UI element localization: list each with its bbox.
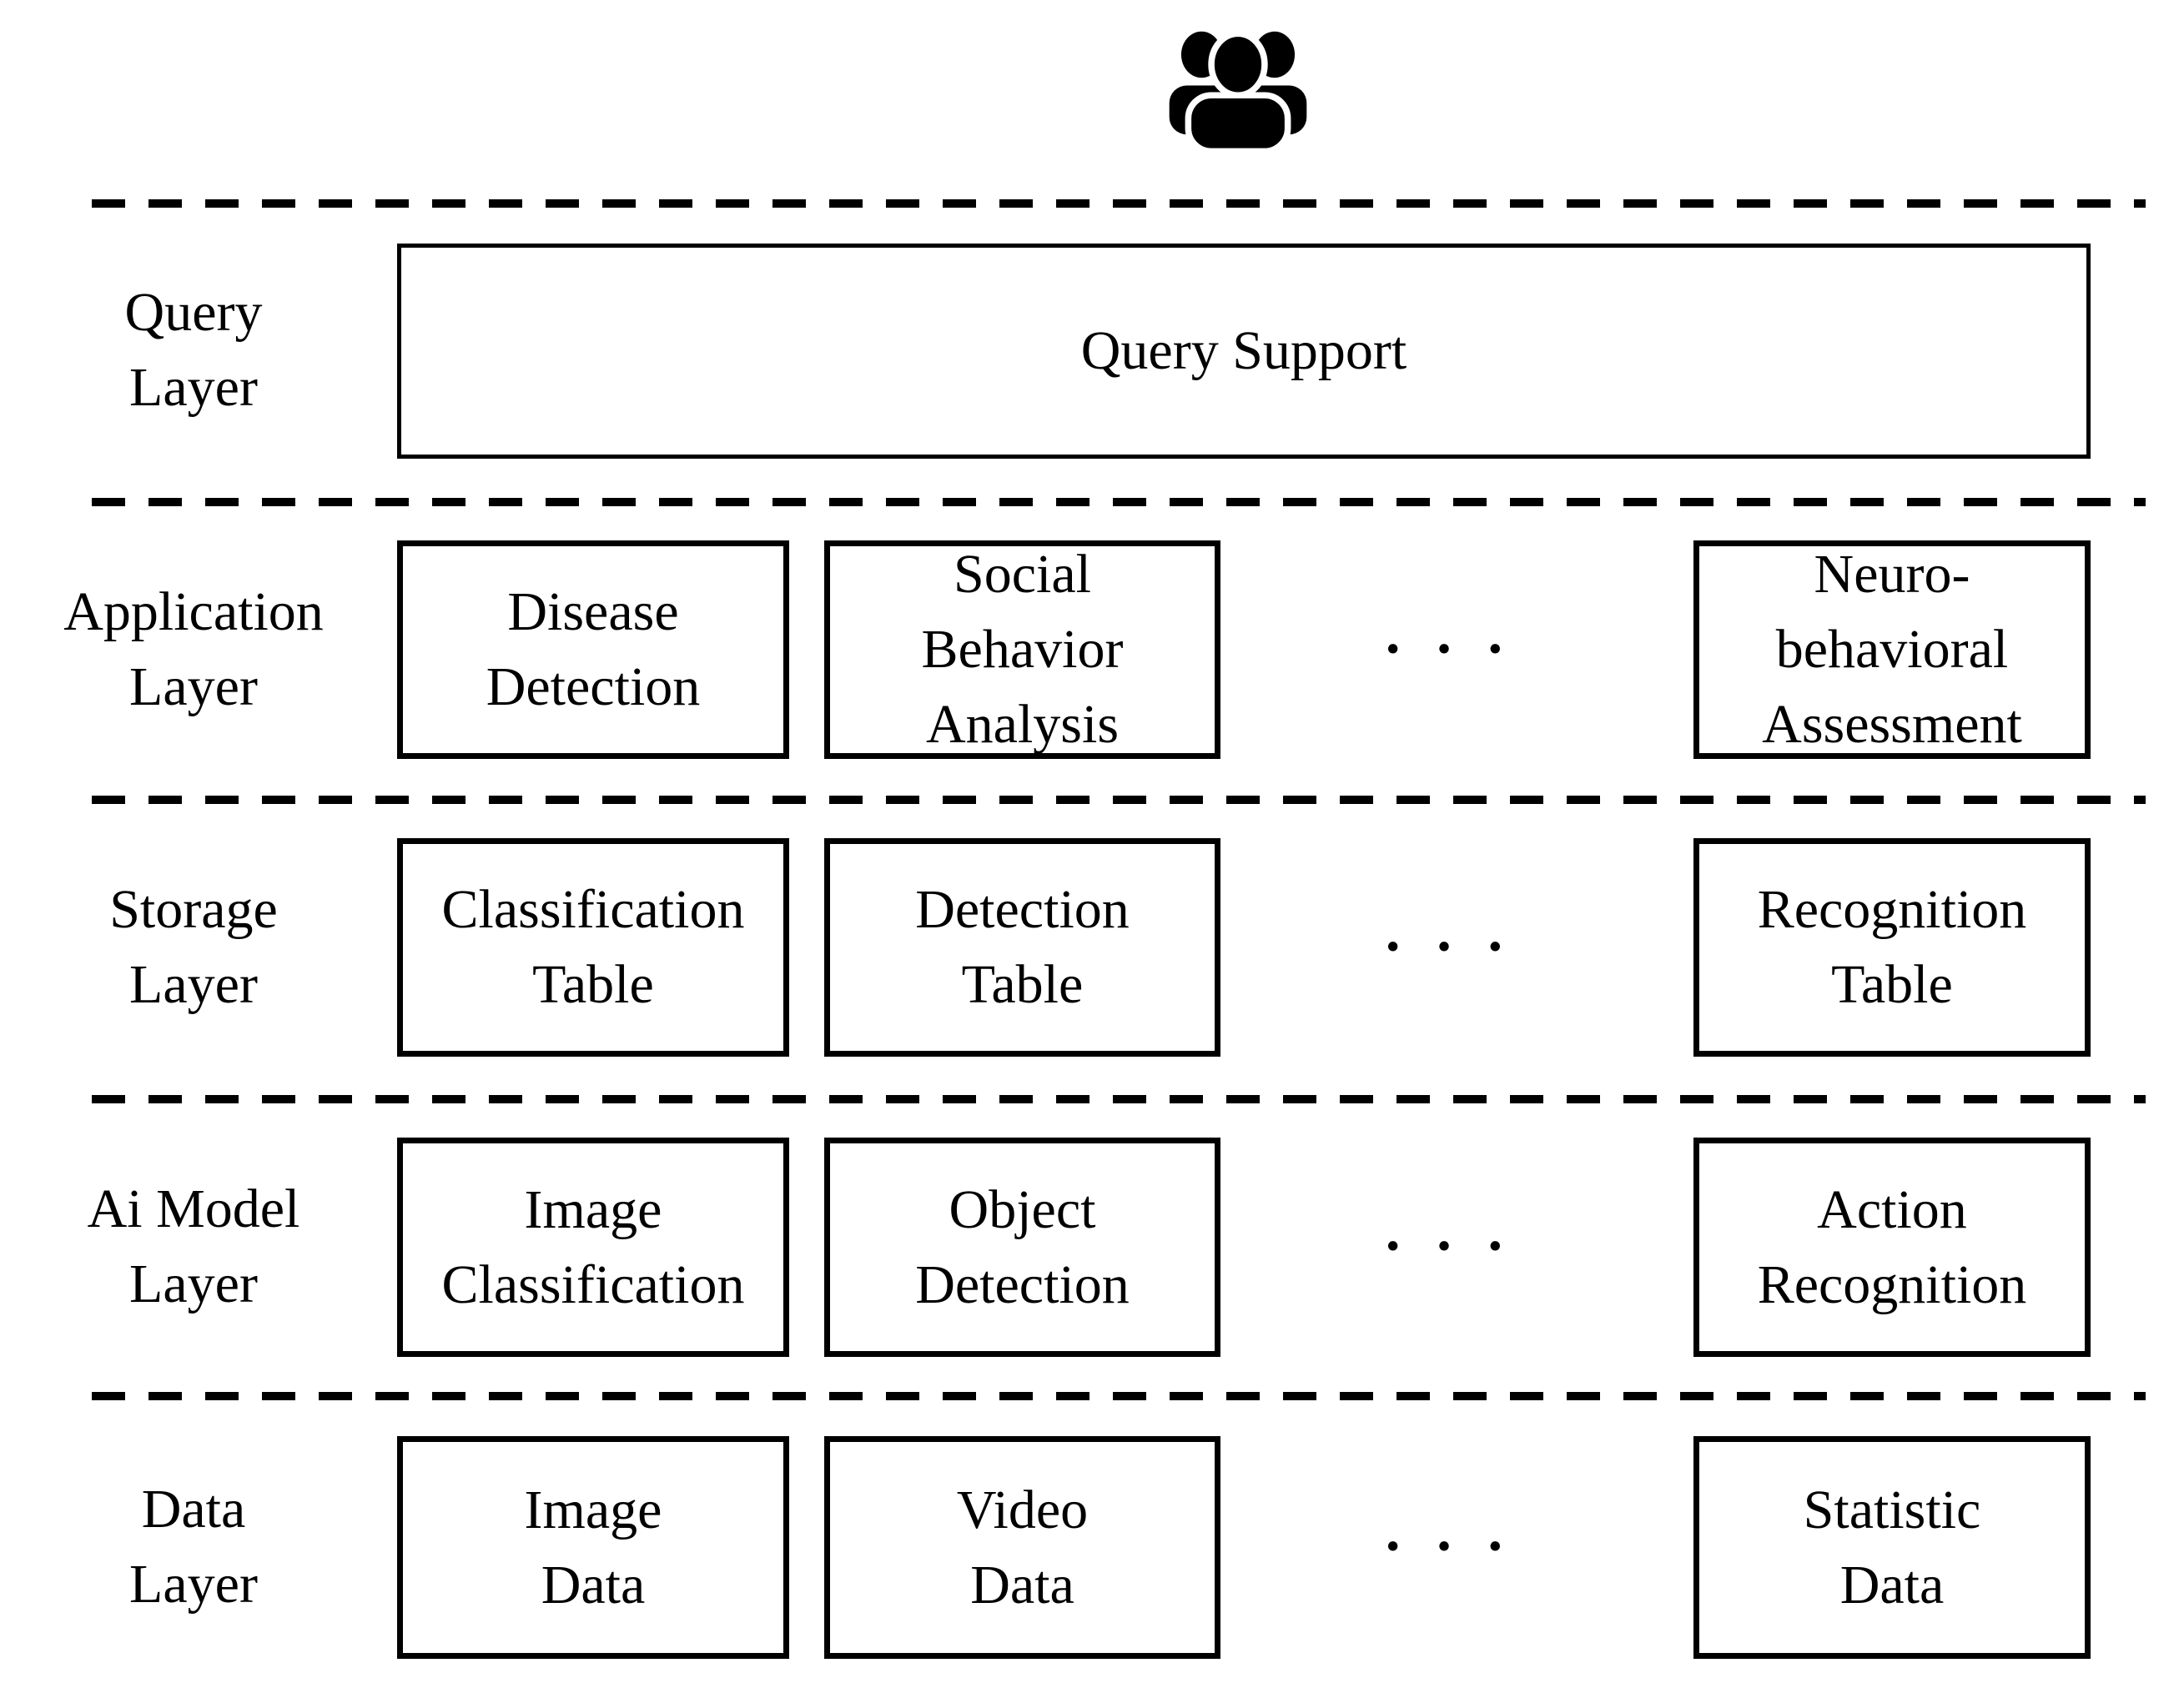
layer-label-data: Data Layer xyxy=(10,1472,377,1622)
box-text-line: Video xyxy=(956,1479,1089,1540)
label-line: Layer xyxy=(129,1554,258,1615)
box-detection-table: Detection Table xyxy=(824,838,1220,1057)
box-query-support: Query Support xyxy=(397,244,2091,459)
box-statistic-data: Statistic Data xyxy=(1693,1436,2091,1659)
box-text-line: Classification xyxy=(441,879,745,940)
box-text-line: Statistic xyxy=(1803,1479,1981,1540)
box-video-data: Video Data xyxy=(824,1436,1220,1659)
box-text-line: Data xyxy=(970,1554,1074,1615)
box-text-line: Recognition xyxy=(1757,879,2027,940)
box-text-line: Detection xyxy=(915,1253,1130,1315)
box-recognition-table: Recognition Table xyxy=(1693,838,2091,1057)
box-social-behavior-analysis: Social Behavior Analysis xyxy=(824,540,1220,759)
box-text-line: Social xyxy=(954,544,1091,605)
box-text-line: Table xyxy=(1831,954,1953,1015)
box-object-detection: Object Detection xyxy=(824,1138,1220,1357)
layer-separator-1 xyxy=(92,199,2146,208)
box-text-line: Table xyxy=(961,954,1084,1015)
layer-separator-4 xyxy=(92,1095,2146,1103)
box-image-data: Image Data xyxy=(397,1436,789,1659)
box-text-line: Behavior xyxy=(921,619,1124,680)
box-text-line: Detection xyxy=(915,879,1130,940)
box-classification-table: Classification Table xyxy=(397,838,789,1057)
box-image-classification: Image Classification xyxy=(397,1138,789,1357)
layer-separator-5 xyxy=(92,1392,2146,1400)
label-line: Query xyxy=(124,282,263,343)
layer-label-query: Query Layer xyxy=(10,275,377,425)
label-line: Layer xyxy=(129,357,258,418)
users-icon xyxy=(1169,30,1307,155)
box-text-line: Assessment xyxy=(1762,694,2022,755)
box-action-recognition: Action Recognition xyxy=(1693,1138,2091,1357)
label-line: Application xyxy=(63,581,324,642)
box-text-line: Classification xyxy=(441,1253,745,1315)
layer-separator-3 xyxy=(92,796,2146,804)
box-text-line: Data xyxy=(1839,1554,1945,1615)
box-text-line: Analysis xyxy=(926,694,1119,755)
box-text-line: Object xyxy=(949,1178,1096,1240)
box-text-line: Neuro- xyxy=(1814,544,1970,605)
ellipsis-application: ··· xyxy=(1382,617,1537,681)
layer-label-storage: Storage Layer xyxy=(10,872,377,1022)
box-text-line: Query Support xyxy=(1080,320,1407,381)
layer-separator-2 xyxy=(92,498,2146,506)
box-disease-detection: Disease Detection xyxy=(397,540,789,759)
label-line: Layer xyxy=(129,1253,258,1314)
label-line: Layer xyxy=(129,954,258,1015)
box-text-line: Data xyxy=(541,1554,646,1615)
box-text-line: Action xyxy=(1817,1178,1967,1240)
label-line: Data xyxy=(141,1479,246,1540)
ellipsis-storage: ··· xyxy=(1382,915,1537,979)
box-text-line: behavioral xyxy=(1775,619,2009,680)
box-text-line: Image xyxy=(524,1479,662,1540)
box-text-line: Recognition xyxy=(1757,1253,2027,1315)
label-line: Layer xyxy=(129,656,258,717)
label-line: Ai Model xyxy=(87,1178,300,1239)
layer-label-application: Application Layer xyxy=(10,575,377,725)
ellipsis-ai-model: ··· xyxy=(1382,1214,1537,1279)
box-text-line: Image xyxy=(524,1178,662,1240)
box-text-line: Detection xyxy=(486,656,701,717)
box-neuro-behavioral-assessment: Neuro- behavioral Assessment xyxy=(1693,540,2091,759)
ellipsis-data: ··· xyxy=(1382,1515,1537,1579)
layer-label-ai-model: Ai Model Layer xyxy=(10,1172,377,1322)
box-text-line: Table xyxy=(532,954,654,1015)
label-line: Storage xyxy=(109,879,278,940)
box-text-line: Disease xyxy=(507,581,679,642)
